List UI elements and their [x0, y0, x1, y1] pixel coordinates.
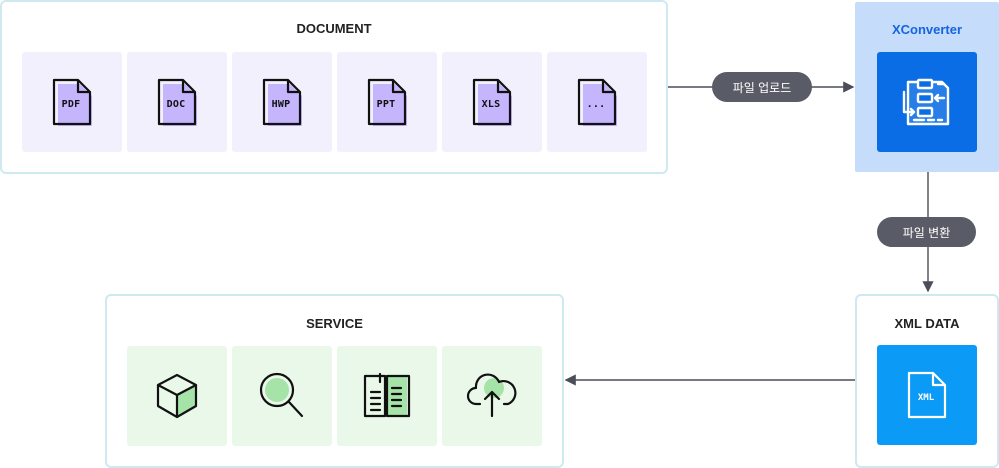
service-tile-book: [337, 346, 437, 446]
xml-file-tile: XML: [877, 345, 977, 445]
file-type-label: DOC: [166, 99, 186, 110]
document-tile-more: ...: [547, 52, 647, 152]
convert-label: 파일 변환: [877, 217, 976, 247]
cube-icon: [156, 373, 198, 419]
service-tile-cube: [127, 346, 227, 446]
file-type-label: XLS: [481, 99, 501, 110]
file-type-label: PPT: [376, 99, 396, 110]
file-type-label: PDF: [61, 99, 81, 110]
document-tile-doc: DOC: [127, 52, 227, 152]
converter-icon: [902, 78, 950, 126]
file-type-label: HWP: [271, 99, 291, 110]
service-panel: SERVICE: [105, 294, 564, 468]
document-tile-hwp: HWP: [232, 52, 332, 152]
search-icon: [259, 372, 304, 418]
service-tile-search: [232, 346, 332, 446]
file-icon: [367, 78, 407, 126]
service-tile-cloud: [442, 346, 542, 446]
file-type-label: ...: [586, 99, 606, 110]
file-icon: [262, 78, 302, 126]
document-tile-ppt: PPT: [337, 52, 437, 152]
xconverter-panel: XConverter: [855, 2, 999, 172]
book-icon: [363, 372, 411, 418]
xconverter-tile: [877, 52, 977, 152]
file-icon: [472, 78, 512, 126]
cloud-upload-icon: [466, 373, 517, 418]
xml-file-label: XML: [917, 393, 935, 403]
document-tile-pdf: PDF: [22, 52, 122, 152]
document-tile-xls: XLS: [442, 52, 542, 152]
xml-data-title: XML DATA: [894, 316, 960, 331]
xml-data-panel: XML DATA XML: [855, 294, 999, 468]
document-title: DOCUMENT: [296, 21, 372, 36]
xml-file-icon: [907, 371, 947, 419]
service-title: SERVICE: [306, 316, 363, 331]
document-panel: DOCUMENT PDF DOC HWP PPT XLS...: [0, 0, 668, 174]
upload-label: 파일 업로드: [712, 72, 812, 102]
file-icon: [157, 78, 197, 126]
file-icon: [577, 78, 617, 126]
file-icon: [52, 78, 92, 126]
xconverter-title: XConverter: [891, 22, 963, 37]
